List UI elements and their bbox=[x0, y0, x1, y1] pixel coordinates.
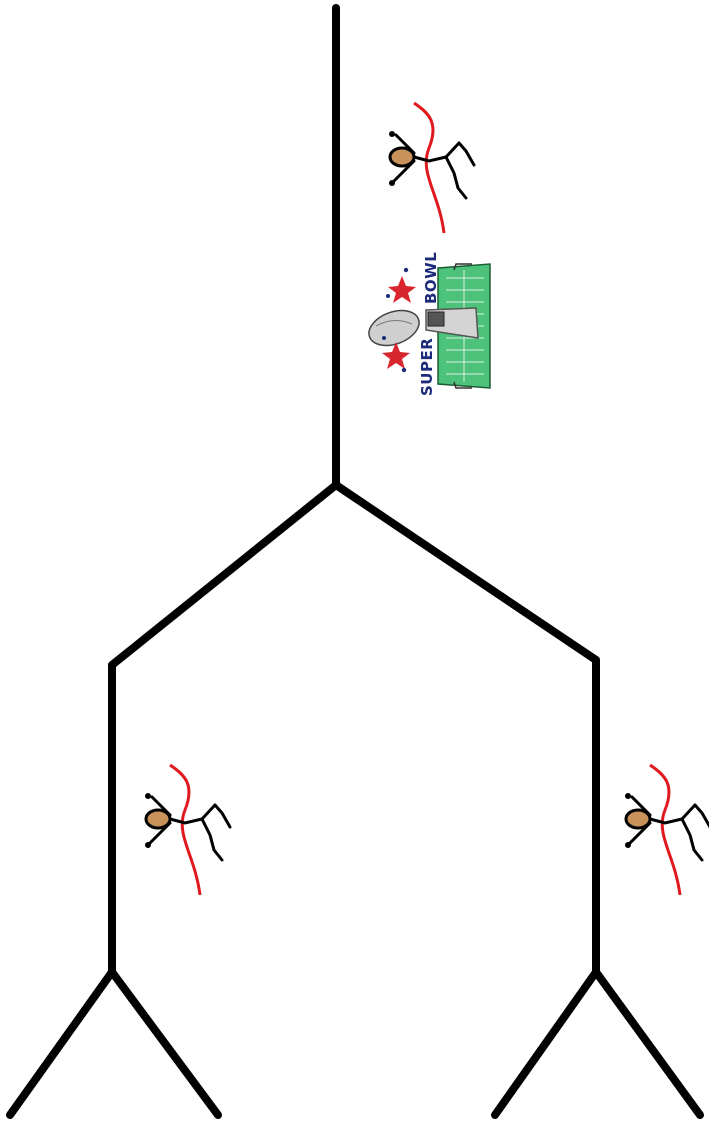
logo-word-bowl: BOWL bbox=[422, 252, 440, 304]
logo-word-super: SUPER bbox=[418, 338, 436, 396]
bracket-lines bbox=[6, 4, 704, 1119]
finish-line-runner-icon bbox=[387, 101, 476, 235]
trophy bbox=[368, 307, 479, 347]
star-icon bbox=[382, 276, 416, 369]
finish-line-runner-icon bbox=[623, 763, 709, 897]
final-split-right bbox=[332, 481, 600, 976]
semifinal-right-split bbox=[491, 968, 704, 1119]
super-bowl-trophy-icon: SUPER BOWL bbox=[368, 252, 491, 396]
finish-line-runner-icon bbox=[143, 763, 232, 897]
final-split-left bbox=[108, 481, 340, 976]
semifinal-left-split bbox=[6, 968, 222, 1119]
